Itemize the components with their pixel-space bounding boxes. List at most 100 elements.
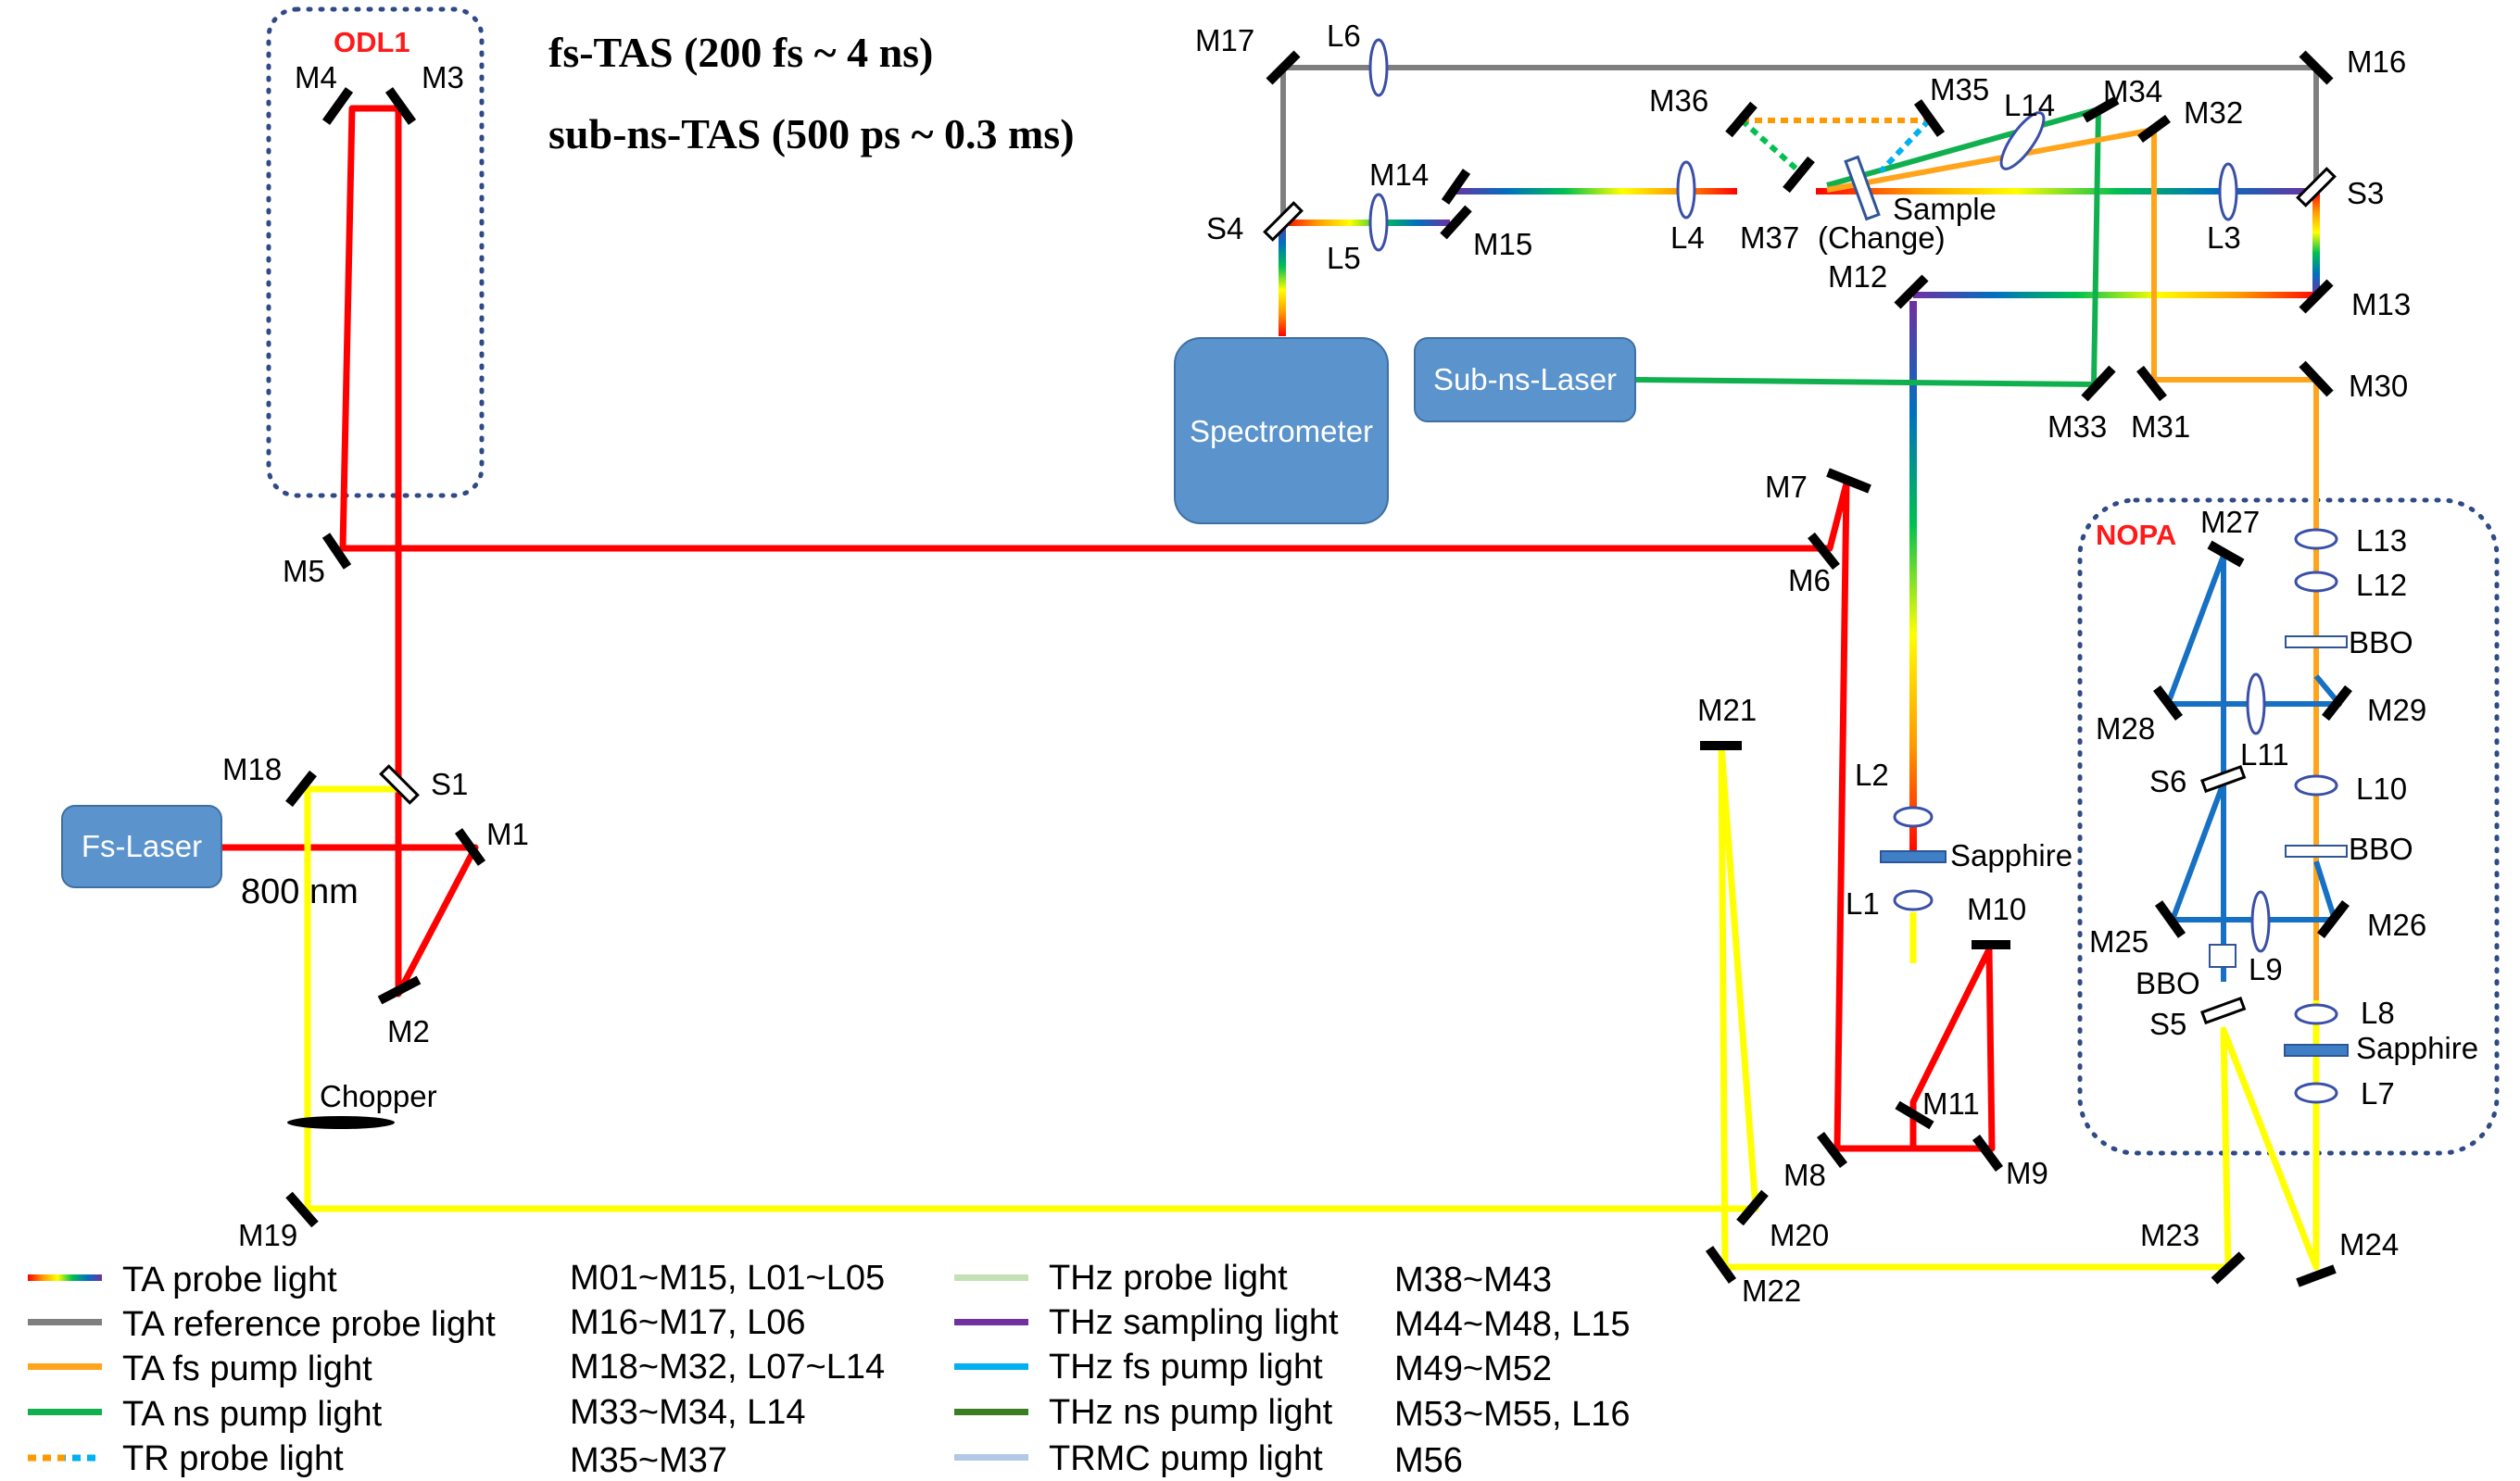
label-m30: M30	[2349, 369, 2408, 403]
sapphire-crystal	[1880, 850, 1947, 863]
lens-l2	[1893, 806, 1934, 828]
legend-range-8: M49~M52	[1394, 1349, 1552, 1388]
label-l9: L9	[2249, 952, 2283, 986]
label-m15: M15	[1473, 227, 1532, 261]
label-m12: M12	[1828, 259, 1887, 294]
green-ns-pump-beam	[1634, 107, 2101, 387]
legend-label-10: TRMC pump light	[1049, 1439, 1323, 1478]
lens-l6	[1368, 38, 1389, 97]
mirror-m36	[1725, 101, 1758, 138]
label-m3: M3	[422, 60, 464, 94]
legend-swatch-thz-ns-pump	[954, 1409, 1028, 1415]
sub-ns-laser[interactable]: Sub-ns-Laser	[1414, 337, 1636, 422]
mirror-m33	[2081, 365, 2116, 402]
lens-l10	[2294, 774, 2338, 797]
label-s4: S4	[1206, 211, 1243, 245]
lenses	[1368, 38, 2338, 1104]
spectrometer[interactable]: Spectrometer	[1174, 337, 1389, 524]
label-m37: M37	[1740, 220, 1799, 255]
label-sapphire: Sapphire	[1950, 838, 2073, 872]
mirror-m15	[1440, 205, 1472, 240]
label-m1: M1	[486, 817, 529, 851]
label-m13: M13	[2351, 287, 2411, 321]
mirror-m37	[1783, 156, 1815, 194]
mirror-m13	[2299, 279, 2334, 314]
bbo-crystal-1	[2285, 635, 2348, 648]
splitter-s6	[2200, 764, 2247, 794]
label-m2: M2	[387, 1014, 430, 1048]
label-m33: M33	[2048, 409, 2107, 444]
probe-beam-m12-m13	[1913, 292, 2321, 298]
splitter-s4	[1263, 201, 1304, 242]
label-m26: M26	[2367, 908, 2426, 942]
label-m19: M19	[238, 1218, 297, 1252]
legend-label-1: TA probe light	[122, 1261, 337, 1299]
mirror-m4	[321, 87, 354, 125]
mirror-m6	[1808, 532, 1840, 571]
mirror-m7	[1826, 468, 1871, 494]
label-m36: M36	[1649, 83, 1708, 118]
label-m28: M28	[2096, 711, 2155, 746]
nopa-label: NOPA	[2096, 519, 2176, 551]
probe-beam-spectrometer	[1279, 220, 1286, 336]
lens-l5	[1368, 193, 1389, 252]
mirror-m8	[1817, 1131, 1847, 1169]
yellow-beam	[304, 742, 2320, 1271]
mirror-m14	[1441, 169, 1471, 205]
gray-reference-beam	[1280, 65, 2319, 218]
legend-range-7: M44~M48, L15	[1394, 1305, 1631, 1344]
mirror-m2	[377, 975, 422, 1005]
mirrors	[285, 50, 2352, 1287]
title-fs-tas: fs-TAS (200 fs ~ 4 ns)	[548, 29, 933, 76]
mirror-m28	[2153, 685, 2183, 721]
lens-l1	[1893, 889, 1934, 911]
lens-l4	[1676, 160, 1696, 220]
title-sub-ns-tas: sub-ns-TAS (500 ps ~ 0.3 ms)	[548, 110, 1075, 157]
lens-l8	[2294, 1003, 2338, 1025]
label-l6: L6	[1327, 19, 1361, 53]
label-sample: Sample	[1893, 192, 1997, 226]
label-m20: M20	[1770, 1218, 1829, 1252]
label-m7: M7	[1765, 470, 1808, 504]
label-m18: M18	[222, 752, 282, 786]
legend-swatch-ta-reference	[28, 1319, 102, 1325]
label-m16: M16	[2347, 44, 2406, 79]
fs-laser[interactable]: Fs-Laser	[61, 805, 222, 888]
mirror-m9	[1972, 1135, 2004, 1172]
mirror-m30	[2299, 360, 2334, 397]
legend-label-5: TR probe light	[122, 1439, 344, 1478]
mirror-m32	[2137, 114, 2171, 144]
legend-range-6: M38~M43	[1394, 1261, 1552, 1299]
legend-range-10: M56	[1394, 1441, 1463, 1480]
legend: TA probe light TA reference probe light …	[28, 1259, 1631, 1480]
chopper	[287, 1116, 395, 1129]
lens-l9	[2250, 890, 2271, 953]
label-m11: M11	[1922, 1086, 1980, 1121]
label-m6: M6	[1788, 563, 1831, 597]
legend-swatch-ta-ns-pump	[28, 1409, 102, 1415]
lens-l11	[2246, 672, 2266, 735]
mirror-m31	[2136, 365, 2167, 402]
legend-label-2: TA reference probe light	[122, 1305, 496, 1344]
splitter-s3	[2296, 167, 2337, 207]
legend-swatch-thz-probe	[954, 1274, 1028, 1281]
label-l10: L10	[2356, 772, 2407, 806]
mirror-m12	[1894, 274, 1929, 309]
mirror-m29	[2322, 684, 2352, 722]
mirror-m27	[2207, 540, 2245, 568]
label-l8: L8	[2361, 996, 2395, 1030]
lens-l14	[1999, 111, 2046, 170]
bbo-crystal-3	[2209, 944, 2236, 968]
mirror-m20	[1736, 1189, 1769, 1226]
sample	[1844, 155, 1881, 221]
component-labels: M1 M2 M3 M4 M5 M6 M7 M8 M9 M10 M11 M12 M…	[222, 19, 2478, 1308]
label-m21: M21	[1697, 693, 1757, 727]
label-l4: L4	[1670, 220, 1705, 255]
legend-swatch-ta-fs-pump	[28, 1363, 102, 1370]
bbo-crystal-2	[2285, 845, 2348, 858]
label-m17: M17	[1195, 23, 1254, 57]
legend-swatch-thz-sampling	[954, 1319, 1028, 1325]
beam-splitters	[379, 167, 2337, 1025]
label-m29: M29	[2367, 693, 2426, 727]
